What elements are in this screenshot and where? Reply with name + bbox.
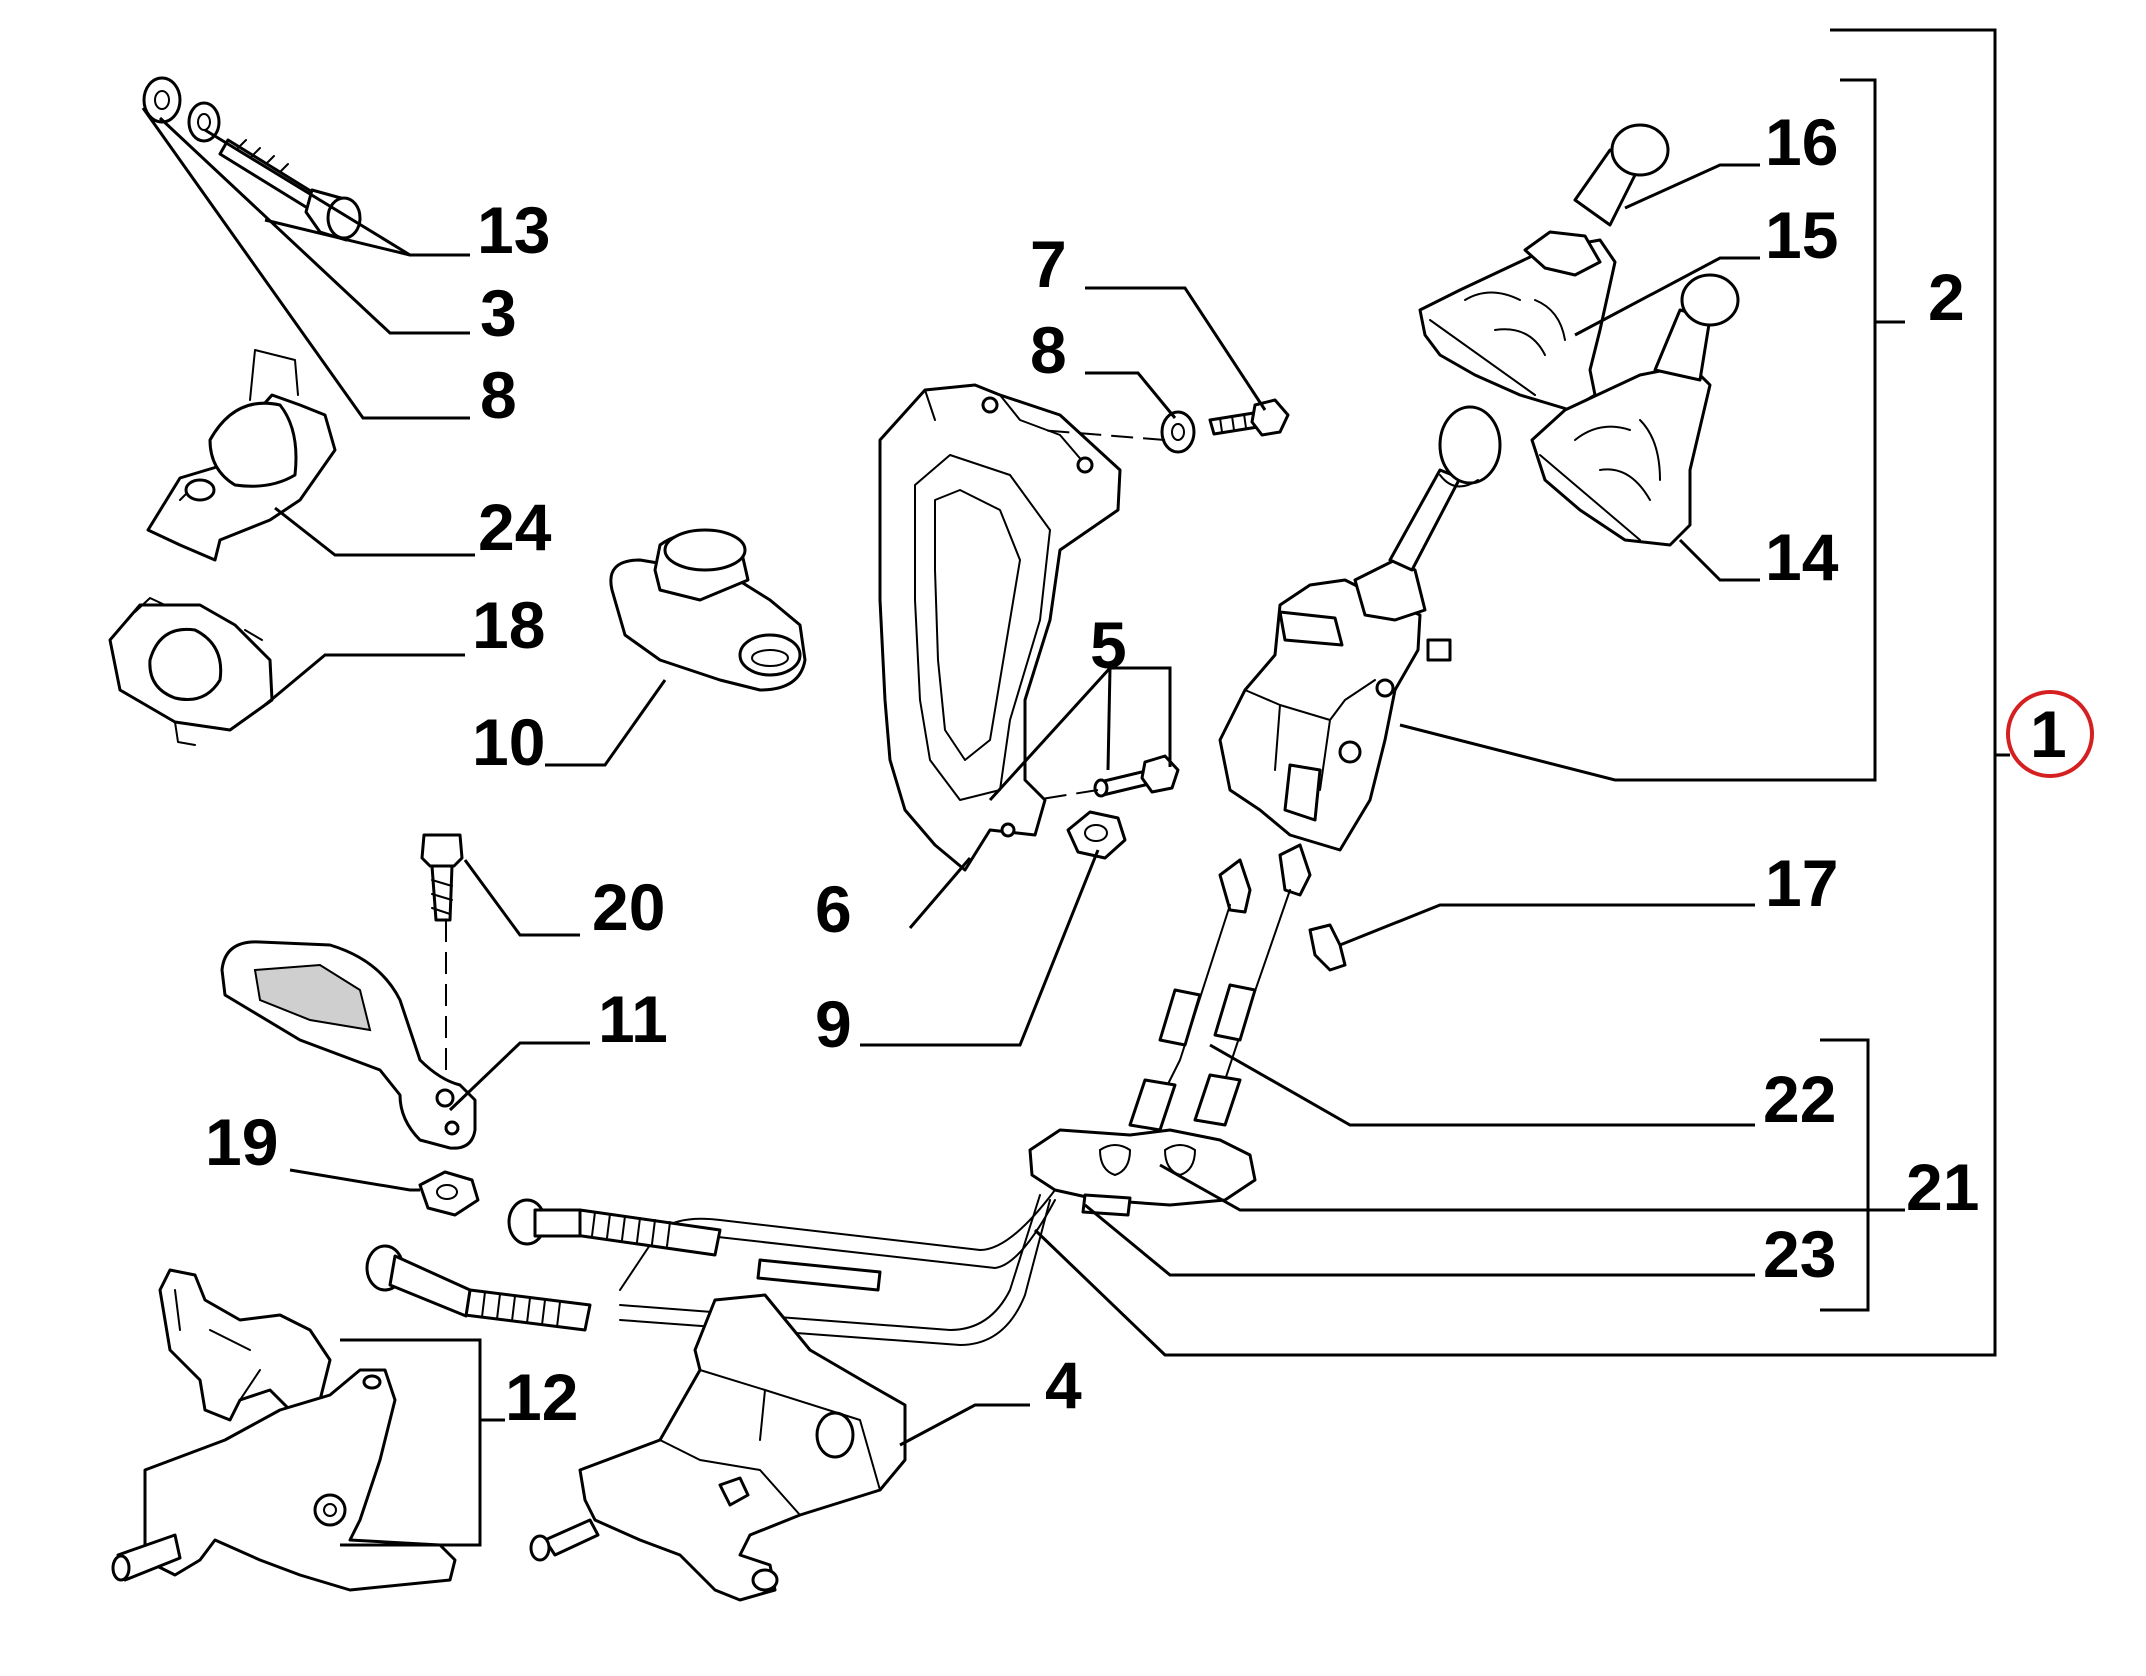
callout-16: 16 [1765, 105, 1838, 179]
callout-21: 21 [1906, 1150, 1979, 1224]
nut-part-19 [418, 1170, 480, 1217]
knob-part-16 [1573, 123, 1670, 227]
leader-lines [141, 28, 2010, 1547]
callout-9: 9 [815, 987, 852, 1061]
callout-18: 18 [472, 588, 545, 662]
clamp-part-18 [108, 597, 274, 746]
callout-8-middle: 8 [1030, 313, 1067, 387]
callouts: 13 3 8 24 18 10 20 11 19 12 7 8 5 6 9 4 … [205, 105, 2094, 1434]
cable-part-22 [1128, 843, 1312, 1132]
callout-14: 14 [1765, 520, 1839, 594]
callout-22: 22 [1763, 1062, 1836, 1136]
callout-23: 23 [1763, 1217, 1836, 1291]
callout-15: 15 [1765, 198, 1838, 272]
boot-part-14 [1530, 273, 1740, 547]
clip-part-12 [158, 1268, 332, 1422]
grommet-part-10 [609, 528, 807, 692]
highlight-ring-1 [2006, 690, 2094, 778]
bolt-part-20 [420, 833, 464, 1140]
grommet-plate-part-23 [1028, 1128, 1257, 1217]
callout-13: 13 [477, 193, 550, 267]
callout-12: 12 [505, 1360, 578, 1434]
callout-6: 6 [815, 872, 852, 946]
callout-20: 20 [592, 870, 665, 944]
plate-part-11 [220, 940, 477, 1150]
bracket-part-4 [529, 1293, 907, 1602]
gear-lever-part-2 [1218, 405, 1502, 852]
callout-8-left: 8 [480, 358, 517, 432]
bolt-part-13 [218, 138, 362, 242]
callout-19: 19 [205, 1105, 278, 1179]
boot-part-15 [1418, 230, 1617, 412]
callout-1: 1 [2030, 697, 2067, 771]
callout-3: 3 [480, 276, 517, 350]
bolt-part-7 [1208, 398, 1290, 437]
washer-part-8 [142, 76, 182, 124]
callout-7: 7 [1030, 227, 1067, 301]
callout-11: 11 [598, 982, 668, 1056]
callout-4: 4 [1045, 1348, 1082, 1422]
callout-5: 5 [1090, 608, 1127, 682]
callout-24: 24 [478, 490, 552, 564]
cable-run [365, 1189, 1056, 1346]
callout-2: 2 [1928, 260, 1965, 334]
support-part-6 [878, 383, 1122, 872]
bracket-part-24 [146, 349, 337, 562]
nut-part-9 [1066, 810, 1127, 860]
lock-washer-part-3 [187, 101, 221, 143]
clip-part-17 [1308, 923, 1347, 972]
callout-17: 17 [1765, 846, 1838, 920]
washer-part-8b [1160, 410, 1196, 454]
callout-10: 10 [472, 705, 545, 779]
